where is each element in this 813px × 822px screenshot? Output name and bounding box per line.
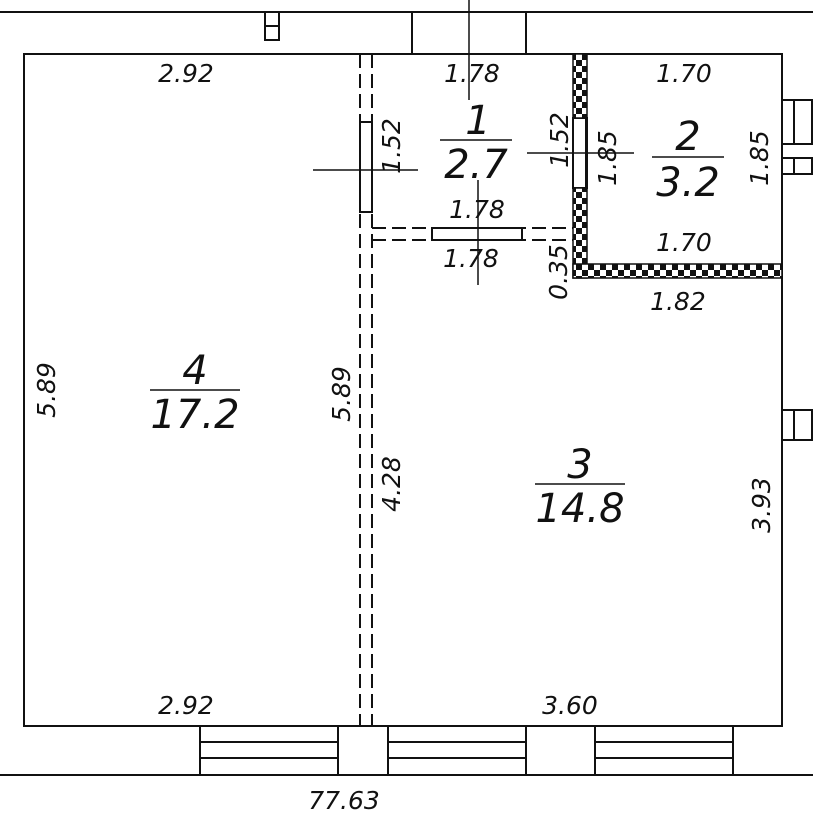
bottom-window-2 xyxy=(387,725,527,776)
total-label: 77.63 xyxy=(308,786,380,815)
dim-room1-left: 1.52 xyxy=(377,118,406,174)
room1-door xyxy=(431,227,523,241)
openings xyxy=(199,11,813,776)
room3-area: 14.8 xyxy=(535,486,624,532)
room-labels: 1 2.7 2 3.2 3 14.8 4 17.2 xyxy=(150,98,719,532)
dim-room4-top: 2.92 xyxy=(158,59,214,88)
dim-room3-bottom: 3.60 xyxy=(542,691,598,720)
dim-room4-bottom: 2.92 xyxy=(158,691,214,720)
room2-area: 3.2 xyxy=(656,160,720,206)
dim-room2-left: 1.85 xyxy=(593,130,622,186)
room3-number: 3 xyxy=(567,442,592,488)
hatched-walls xyxy=(572,53,783,279)
room4-area: 17.2 xyxy=(150,392,239,438)
dim-room4-left: 5.89 xyxy=(32,362,61,418)
dimension-labels: 2.92 2.92 5.89 5.89 1.78 1.52 1.52 1.78 … xyxy=(32,59,776,815)
room2-number: 2 xyxy=(675,114,700,160)
dim-step: 0.35 xyxy=(544,244,573,300)
dim-room2-right: 1.85 xyxy=(745,130,774,186)
right-window-3 xyxy=(781,409,813,441)
bottom-window-3 xyxy=(594,725,734,776)
dim-room4-right: 5.89 xyxy=(327,366,356,422)
reference-lines xyxy=(150,0,724,485)
room1-side-door xyxy=(359,121,373,213)
dim-room1-top: 1.78 xyxy=(444,59,500,88)
hatched-wall-horizontal xyxy=(572,263,783,279)
dim-room3-right: 3.93 xyxy=(747,477,776,533)
dim-room2-top: 1.70 xyxy=(656,59,712,88)
dim-room1-bottom-outer: 1.78 xyxy=(443,244,499,273)
dim-room1-bottom-inner: 1.78 xyxy=(449,195,505,224)
right-window-2 xyxy=(781,157,813,175)
dim-room3-left: 4.28 xyxy=(377,456,406,512)
dim-room2-bottom: 1.70 xyxy=(656,228,712,257)
dim-room1-right: 1.52 xyxy=(545,112,574,168)
room4-number: 4 xyxy=(182,348,207,394)
hatched-wall-vertical-upper xyxy=(572,53,588,119)
right-window-1 xyxy=(781,99,813,145)
room1-area: 2.7 xyxy=(444,142,508,188)
bottom-window-1 xyxy=(199,725,339,776)
room1-number: 1 xyxy=(465,98,490,144)
dim-room3-top: 1.82 xyxy=(650,287,706,316)
